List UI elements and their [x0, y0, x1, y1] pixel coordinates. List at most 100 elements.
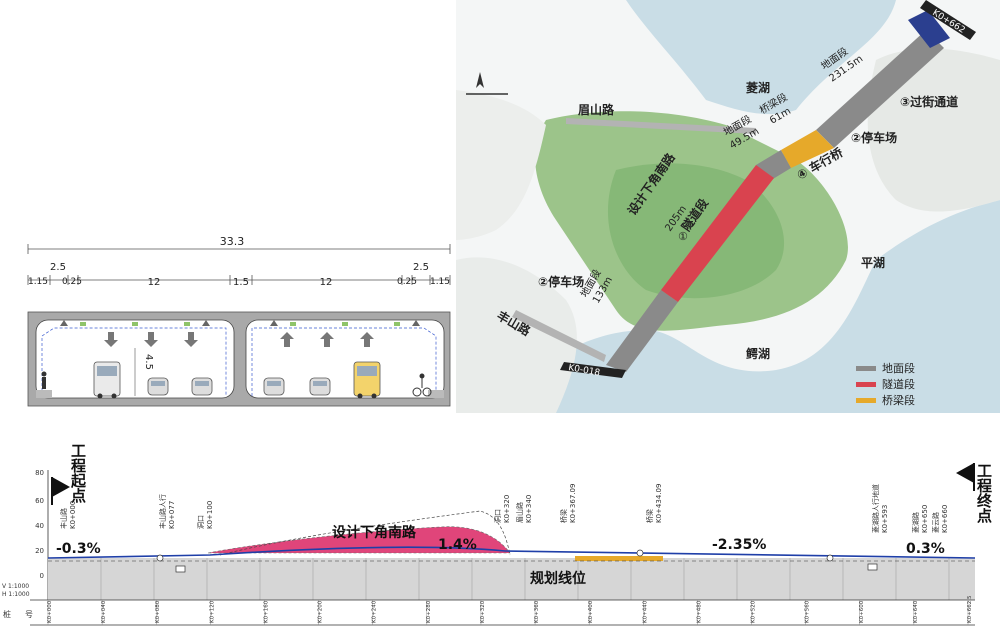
pedestrian-icon [41, 371, 47, 389]
dim-1-15-left: 1.15 [28, 277, 48, 287]
station-chain: K0+340 [525, 495, 533, 523]
legend-swatch-bridge [856, 398, 876, 403]
station-chain: K0+650 [921, 505, 929, 533]
dim-0-25-right: 0.25 [397, 277, 417, 287]
parking-right-label: ②停车场 [851, 130, 897, 145]
right-bore [245, 319, 445, 399]
ground-road-south [606, 290, 678, 372]
legend-bridge-label: 桥梁段 [882, 393, 915, 407]
axis-tick-label: K0+120 [209, 600, 215, 623]
ground-hatch [48, 558, 975, 600]
legend-swatch-ground [856, 366, 876, 371]
longitudinal-profile: 80 60 40 20 0 V 1:1000 H 1:1000 -0.3% 1.… [2, 443, 993, 626]
design-grade-line [47, 546, 976, 559]
ground-road-north [816, 30, 944, 148]
sidewalk-left [36, 390, 52, 398]
dim-1-5: 1.5 [233, 277, 249, 288]
axis-tick-label: K0+000 [47, 600, 53, 623]
tunnel-hump [207, 526, 511, 554]
lake-water-north [626, 0, 896, 115]
svg-text:40: 40 [35, 522, 44, 530]
car-icon [309, 377, 331, 396]
station-chain: K0+077 [168, 501, 176, 529]
station-labels: 丰山路 K0+000 丰山路人行 K0+077 洞口 K0+100 洞口 K0+… [59, 484, 949, 533]
station-label: 洞口 [493, 509, 502, 523]
station-pegs [156, 549, 878, 573]
station-chain: K0+593 [881, 505, 889, 533]
plan-legend: 地面段 隧道段 桥梁段 [856, 361, 915, 407]
axis-tick-label: K0+600 [859, 600, 865, 623]
clearance-left [41, 327, 227, 396]
car-icon [147, 377, 169, 396]
end-structure [908, 10, 950, 48]
axis-tick-label: K0+400 [588, 600, 594, 623]
east-land [867, 48, 1000, 212]
dim-2-5-left: 2.5 [50, 262, 66, 273]
grade-end: 0.3% [906, 541, 945, 557]
axis-tick-label: K0+640 [913, 600, 919, 623]
lake-ping-label: 平湖 [861, 255, 885, 270]
station-label: 菱湖路人行地道 [871, 484, 880, 533]
dim-12-left: 12 [148, 277, 161, 288]
svg-text:工程终点: 工程终点 [975, 463, 993, 524]
tunnel-cross-section: 33.3 2.5 1.15 0.25 12 1.5 12 0.25 1.15 2… [27, 235, 451, 407]
clearance-height-dim: 4.5 [143, 354, 154, 370]
dim-1-15-right: 1.15 [430, 277, 450, 287]
north-arrow-icon [466, 72, 508, 95]
bridge-span [575, 556, 663, 561]
axis-tick-label: K0+240 [372, 600, 378, 623]
axis-tick-label: K0+280 [426, 600, 432, 623]
sidewalk-right [428, 390, 444, 398]
svg-text:80: 80 [35, 469, 44, 477]
passage-label: ③过街通道 [900, 94, 958, 109]
axis-tick-label: K0+662.5 [967, 595, 973, 623]
clearance-right [251, 327, 437, 396]
axis-tick-label: K0+440 [642, 600, 648, 623]
svg-text:60: 60 [35, 497, 44, 505]
station-label: 桥梁 [559, 509, 568, 523]
bus-icon [93, 361, 121, 399]
lake-e-label: 鳄湖 [746, 346, 770, 361]
elevation-axis: 80 60 40 20 0 [35, 469, 49, 600]
station-label: 眉山路 [515, 502, 524, 523]
station-chain: K0+434.09 [655, 484, 663, 523]
site-plan: K0-018 K0+662 眉山路 丰山路 菱湖 平湖 鳄湖 地面段 49.5m… [456, 0, 1000, 413]
car-icon [191, 377, 213, 396]
start-point-marker [51, 477, 70, 505]
lake-ling-label: 菱湖 [746, 80, 770, 95]
axis-tick-label: K0+360 [534, 600, 540, 623]
dim-0-25-left: 0.25 [62, 277, 82, 287]
total-width-dim: 33.3 [220, 235, 245, 248]
tunnel-number-label: ① [678, 230, 688, 243]
cyclist-icon [412, 373, 432, 397]
end-label: 工程终点 [975, 463, 993, 524]
svg-text:工程起点: 工程起点 [69, 443, 87, 504]
station-chain: K0+660 [941, 505, 949, 533]
ground-hatch-lines [100, 558, 950, 600]
station-chain: K0+320 [503, 495, 511, 523]
bridge-segment [781, 130, 834, 168]
axis-tick-label: K0+040 [101, 600, 107, 623]
legend-tunnel-label: 隧道段 [882, 377, 915, 391]
dim-12-right: 12 [320, 277, 333, 288]
station-label: 丰山路人行 [158, 494, 167, 529]
profile-road-name: 设计下角南路 [332, 524, 417, 541]
axis-tick-label: K0+520 [751, 600, 757, 623]
start-label: 工程起点 [69, 443, 87, 504]
svg-text:20: 20 [35, 547, 44, 555]
axis-tick-label: K0+160 [263, 600, 269, 623]
tunnel-dashed-cover [219, 510, 511, 556]
station-label: 洞口 [196, 515, 205, 529]
legend-ground-label: 地面段 [882, 361, 915, 375]
scale-h: H 1:1000 [2, 591, 30, 598]
plan-line-label: 规划线位 [530, 570, 586, 587]
legend-swatch-tunnel [856, 382, 876, 387]
svg-text:0: 0 [40, 572, 44, 580]
road-meishan-label: 眉山路 [578, 102, 615, 117]
station-chain: K0+367.09 [569, 484, 577, 523]
dimension-lines [27, 244, 451, 285]
axis-tick-label: K0+080 [155, 600, 161, 623]
parking-left-label: ②停车场 [538, 274, 584, 289]
bus-icon [353, 361, 381, 399]
axis-tick-label: K0+480 [696, 600, 702, 623]
